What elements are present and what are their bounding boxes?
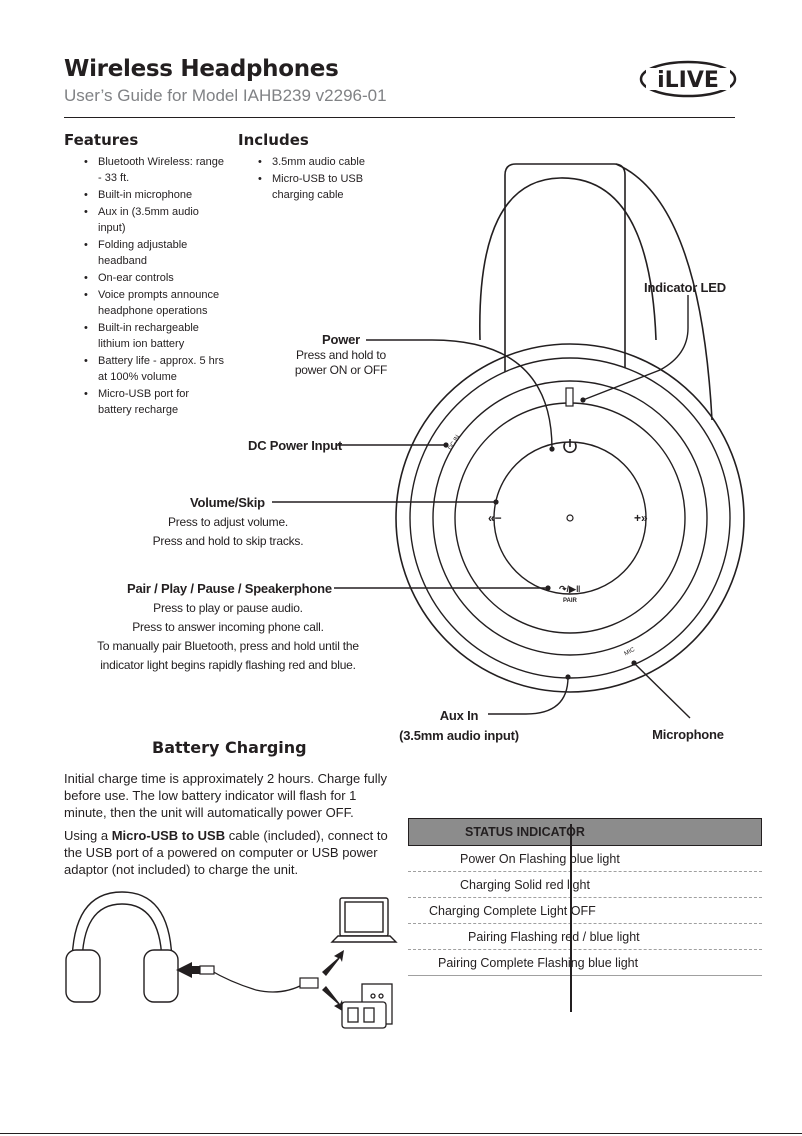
feature-item: On-ear controls: [84, 270, 224, 286]
headphones-icon: [65, 891, 179, 1003]
feature-item: Voice prompts announce headphone operati…: [84, 287, 224, 319]
feature-item: Aux in (3.5mm audio input): [84, 204, 224, 236]
svg-text:↷/▶‖: ↷/▶‖: [559, 584, 580, 594]
logo-text: iLIVE: [657, 68, 719, 93]
power-desc-1: Press and hold to: [296, 348, 386, 362]
features-heading: Features: [64, 131, 139, 149]
aux-callout: Aux In (3.5mm audio input): [384, 706, 534, 746]
feature-item: Built-in rechargeable lithium ion batter…: [84, 320, 224, 352]
status-row: Charging Solid red light: [408, 872, 762, 898]
volume-desc-2: Press and hold to skip tracks.: [152, 534, 304, 548]
leader-dot: [631, 660, 637, 666]
arrow-to-adapter-icon: [322, 986, 344, 1012]
leader-dot: [580, 397, 586, 403]
laptop-icon: [330, 897, 398, 943]
includes-heading: Includes: [238, 131, 309, 149]
page-subtitle: User’s Guide for Model IAHB239 v2296-01: [64, 86, 387, 105]
pair-play-icon: ↷/▶‖ PAIR: [559, 584, 580, 604]
indicator-led: [565, 387, 574, 407]
power-desc-2: power ON or OFF: [294, 363, 388, 377]
power-leader: [366, 339, 553, 450]
microphone-label: Microphone: [652, 727, 724, 742]
volume-plus-mark: +»: [634, 511, 648, 525]
volume-desc-1: Press to adjust volume.: [167, 515, 289, 529]
aux-desc: (3.5mm audio input): [399, 728, 519, 743]
feature-item: Built-in microphone: [84, 187, 224, 203]
features-list: Bluetooth Wireless: range - 33 ft. Built…: [84, 154, 224, 419]
pair-desc-2: Press to answer incoming phone call.: [132, 620, 324, 634]
status-row: Charging Complete Light OFF: [408, 898, 762, 924]
volume-label: Volume/Skip: [190, 495, 265, 510]
earcup-center-dot: [566, 514, 574, 522]
include-item: Micro-USB to USB charging cable: [258, 171, 378, 203]
header-divider: [64, 117, 735, 118]
battery-para-2: Using a Micro-USB to USB cable (included…: [64, 828, 388, 877]
pair-desc-3: To manually pair Bluetooth, press and ho…: [97, 639, 359, 653]
status-indicator-table: STATUS INDICATOR Power On Flashing blue …: [408, 818, 762, 976]
battery-heading: Battery Charging: [152, 738, 307, 757]
headband-inner: [504, 163, 626, 388]
mic-mark: MIC: [624, 647, 637, 658]
status-row: Pairing Flashing red / blue light: [408, 924, 762, 950]
status-table-header: STATUS INDICATOR: [408, 818, 762, 846]
leader-dot: [493, 499, 499, 505]
power-adapter-icon: [341, 983, 393, 1029]
headband-outer: [479, 177, 657, 341]
volume-minus-mark: «−: [488, 511, 502, 525]
power-icon: [563, 439, 577, 454]
pair-desc-4: indicator light begins rapidly flashing …: [100, 658, 356, 672]
leader-dot: [443, 442, 449, 448]
power-callout: Power Press and hold to power ON or OFF: [286, 332, 396, 378]
battery-para-1: Initial charge time is approximately 2 h…: [64, 771, 387, 820]
indicator-led-leader: [582, 295, 689, 401]
aux-leader: [488, 676, 569, 715]
earcup-ring-3: [432, 380, 708, 656]
pair-desc-1: Press to play or pause audio.: [153, 601, 303, 615]
pair-callout: Pair / Play / Pause / Speakerphone Press…: [80, 579, 376, 675]
feature-item: Micro-USB port for battery recharge: [84, 386, 224, 418]
microphone-leader: [633, 662, 691, 719]
page-title: Wireless Headphones: [64, 56, 339, 82]
status-row: Pairing Complete Flashing blue light: [408, 950, 762, 976]
pair-label: Pair / Play / Pause / Speakerphone: [127, 581, 332, 596]
dc-input-label: DC Power Input: [248, 438, 342, 453]
usb-cable-icon: [209, 969, 305, 993]
charging-illustration: [65, 891, 398, 1029]
aux-label: Aux In: [439, 708, 479, 723]
leader-dot: [545, 585, 551, 591]
volume-callout: Volume/Skip Press to adjust volume. Pres…: [130, 493, 326, 551]
leader-dot: [549, 446, 555, 452]
usb-plug-icon: [299, 977, 319, 989]
includes-list: 3.5mm audio cable Micro-USB to USB charg…: [258, 154, 378, 204]
svg-text:PAIR: PAIR: [563, 598, 578, 604]
earcup-outer-ring: [395, 343, 745, 693]
leader-dot: [565, 674, 571, 680]
headband-edge: [615, 163, 713, 421]
feature-item: Bluetooth Wireless: range - 33 ft.: [84, 154, 224, 186]
status-divider-line: [570, 824, 572, 1012]
arrow-to-laptop-icon: [322, 950, 344, 976]
ilive-logo: iLIVE: [639, 60, 737, 98]
feature-item: Folding adjustable headband: [84, 237, 224, 269]
page-bottom-rule: [0, 1133, 802, 1134]
status-row: Power On Flashing blue light: [408, 846, 762, 872]
feature-item: Battery life - approx. 5 hrs at 100% vol…: [84, 353, 224, 385]
indicator-led-label: Indicator LED: [644, 280, 726, 295]
include-item: 3.5mm audio cable: [258, 154, 378, 170]
power-label: Power: [321, 332, 360, 347]
